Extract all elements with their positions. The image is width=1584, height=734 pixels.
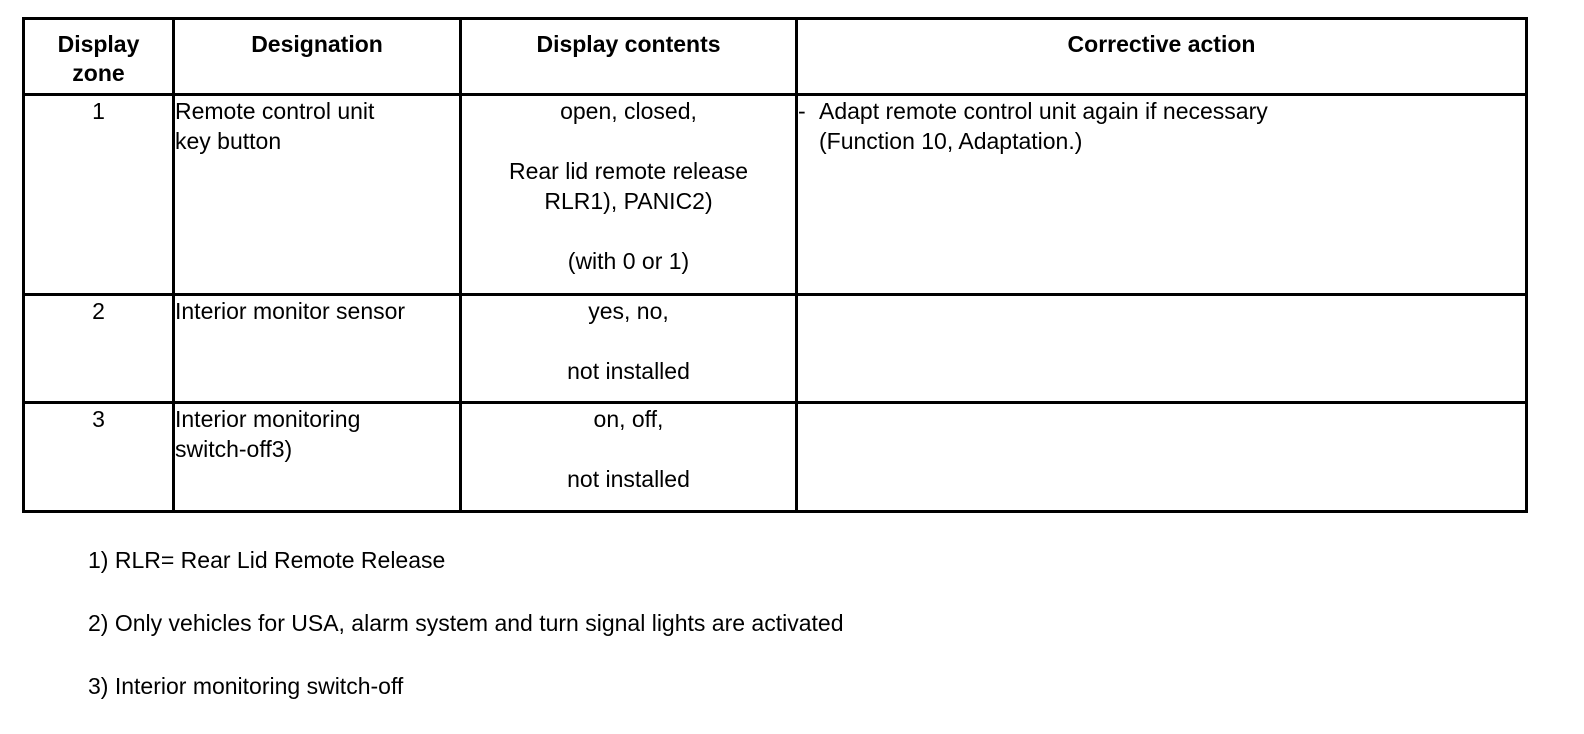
table-row: 1 Remote control unit key button open, c… [22, 93, 1528, 296]
contents-line: on, off, [593, 406, 664, 432]
action-bullet-item: - Adapt remote control unit again if nec… [798, 96, 1525, 156]
contents-line: yes, no, [588, 298, 669, 324]
zone-cell: 1 [22, 93, 175, 296]
designation-cell: Remote control unit key button [172, 93, 462, 296]
designation-cell: Interior monitoring switch-off3) [172, 401, 462, 513]
display-contents-cell: on, off, not installed [459, 401, 798, 513]
footnotes: 1) RLR= Rear Lid Remote Release 2) Only … [88, 545, 844, 734]
display-contents-cell: yes, no, not installed [459, 293, 798, 404]
footnote-1: 1) RLR= Rear Lid Remote Release [88, 547, 446, 573]
table-row: 2 Interior monitor sensor yes, no, not i… [22, 293, 1528, 404]
designation-line: Remote control unit [175, 98, 375, 124]
designation-line: switch-off3) [175, 436, 293, 462]
header-display-contents: Display contents [459, 17, 798, 96]
contents-line: open, closed, [560, 98, 697, 124]
corrective-action-cell: - Adapt remote control unit again if nec… [795, 93, 1528, 296]
footnote-3: 3) Interior monitoring switch-off [88, 673, 404, 699]
header-corrective-action: Corrective action [795, 17, 1528, 96]
contents-line: (with 0 or 1) [567, 248, 690, 274]
contents-line: not installed [567, 358, 690, 384]
contents-line: RLR1), PANIC2) [544, 188, 713, 214]
action-line: Adapt remote control unit again if neces… [819, 98, 1268, 124]
designation-line: Interior monitoring [175, 406, 361, 432]
contents-line: not installed [567, 466, 690, 492]
footnote-2: 2) Only vehicles for USA, alarm system a… [88, 610, 844, 636]
corrective-action-cell [795, 401, 1528, 513]
zone-cell: 2 [22, 293, 175, 404]
action-line: (Function 10, Adaptation.) [819, 128, 1083, 154]
display-zones-table: Display zone Designation Display content… [22, 17, 1528, 513]
contents-line: Rear lid remote release [508, 158, 749, 184]
header-display-zone: Display zone [22, 17, 175, 96]
header-zone-line1: Display [57, 31, 140, 57]
designation-cell: Interior monitor sensor [172, 293, 462, 404]
corrective-action-cell [795, 293, 1528, 404]
designation-line: key button [175, 128, 282, 154]
table-row: 3 Interior monitoring switch-off3) on, o… [22, 401, 1528, 513]
table-header-row: Display zone Designation Display content… [22, 17, 1528, 96]
header-zone-line2: zone [72, 60, 125, 86]
dash-bullet-icon: - [798, 98, 806, 124]
zone-cell: 3 [22, 401, 175, 513]
header-designation: Designation [172, 17, 462, 96]
display-contents-cell: open, closed, Rear lid remote release RL… [459, 93, 798, 296]
